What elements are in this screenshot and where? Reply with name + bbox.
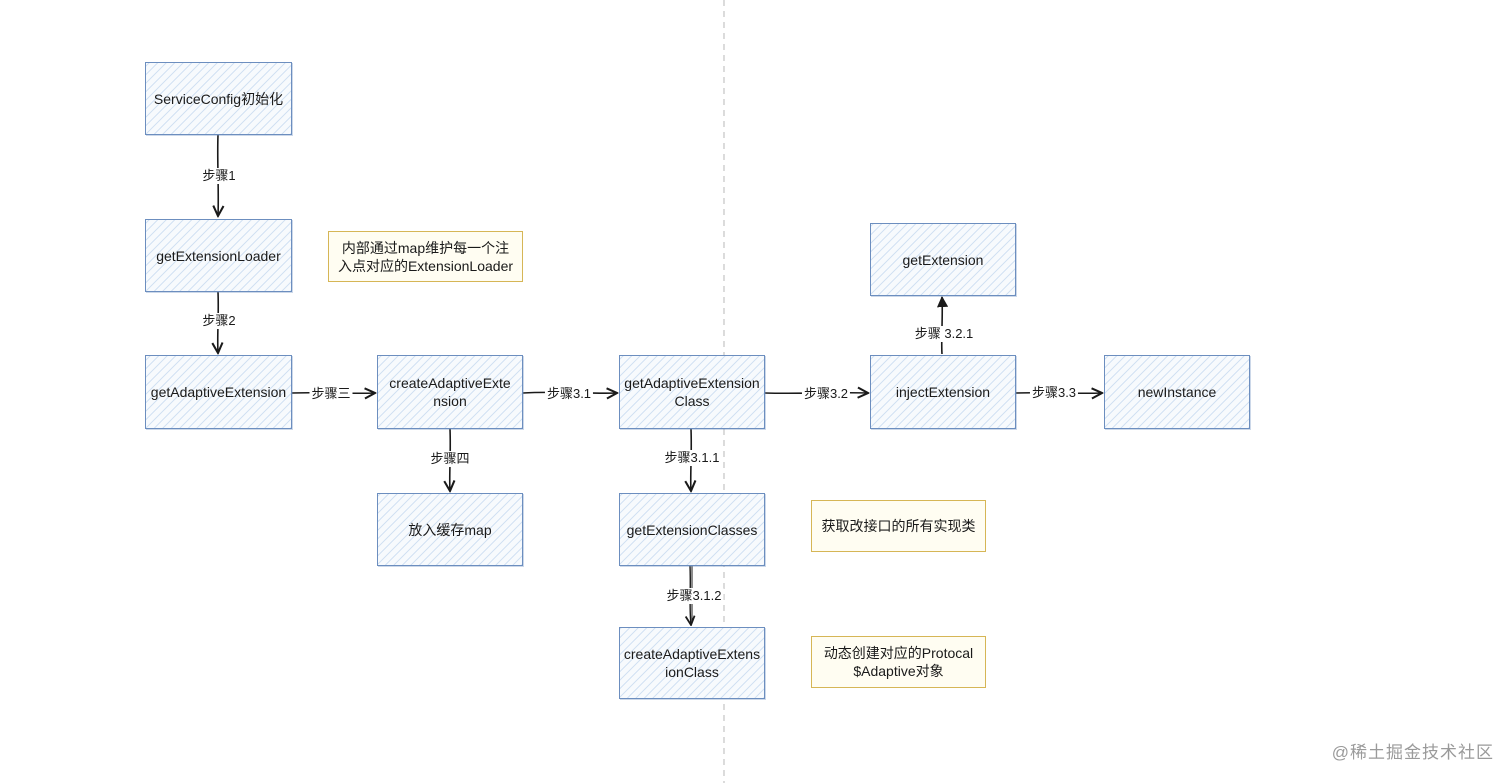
edge-label-step4: 步骤四 [428, 451, 472, 467]
edge-label-step3-2: 步骤3.2 [801, 386, 851, 402]
node-get-adaptive-extension-class-label: getAdaptiveExtensionClass [624, 375, 760, 409]
node-create-adaptive-extension: createAdaptiveExtension [377, 355, 523, 429]
node-create-adaptive-extension-label: createAdaptiveExtension [389, 375, 511, 409]
node-service-config-init: ServiceConfig初始化 [145, 62, 292, 135]
edge-label-step3-1-1: 步骤3.1.1 [662, 450, 722, 466]
note-loader-map-text: 内部通过map维护每一个注入点对应的ExtensionLoader [337, 239, 514, 274]
note-all-impl-classes: 获取改接口的所有实现类 [811, 500, 986, 552]
edge-label-step3-1-2: 步骤3.1.2 [664, 588, 724, 604]
node-get-adaptive-extension: getAdaptiveExtension [145, 355, 292, 429]
edge-label-step3: 步骤三 [309, 386, 353, 402]
edge-label-step3-3: 步骤3.3 [1029, 385, 1079, 401]
node-put-cache-map-label: 放入缓存map [408, 521, 492, 538]
note-all-impl-classes-text: 获取改接口的所有实现类 [821, 518, 976, 534]
edge-label-step3-2-1: 步骤 3.2.1 [912, 326, 976, 342]
node-get-extension-loader: getExtensionLoader [145, 219, 292, 292]
node-service-config-init-label: ServiceConfig初始化 [153, 90, 284, 107]
node-get-adaptive-extension-label: getAdaptiveExtension [150, 384, 287, 400]
note-dynamic-protocol: 动态创建对应的Protocal$Adaptive对象 [811, 636, 986, 688]
node-new-instance: newInstance [1104, 355, 1250, 429]
node-get-extension-label: getExtension [902, 251, 984, 268]
watermark-text: @稀土掘金技术社区 [1331, 743, 1494, 762]
node-inject-extension-label: injectExtension [895, 384, 991, 400]
node-put-cache-map: 放入缓存map [377, 493, 523, 566]
node-get-adaptive-extension-class: getAdaptiveExtensionClass [619, 355, 765, 429]
node-get-extension: getExtension [870, 223, 1016, 296]
node-get-extension-classes-label: getExtensionClasses [626, 521, 758, 538]
edge-label-step1: 步骤1 [200, 168, 238, 184]
note-loader-map: 内部通过map维护每一个注入点对应的ExtensionLoader [328, 231, 523, 282]
node-get-extension-classes: getExtensionClasses [619, 493, 765, 566]
node-create-adaptive-extension-class: createAdaptiveExtensionClass [619, 627, 765, 699]
node-get-extension-loader-label: getExtensionLoader [156, 247, 281, 264]
node-inject-extension: injectExtension [870, 355, 1016, 429]
note-dynamic-protocol-text: 动态创建对应的Protocal$Adaptive对象 [823, 645, 974, 679]
node-create-adaptive-extension-class-label: createAdaptiveExtensionClass [623, 646, 761, 680]
edge-label-step2: 步骤2 [200, 313, 238, 329]
edge-label-step3-1: 步骤3.1 [544, 386, 594, 402]
node-new-instance-label: newInstance [1137, 384, 1217, 400]
